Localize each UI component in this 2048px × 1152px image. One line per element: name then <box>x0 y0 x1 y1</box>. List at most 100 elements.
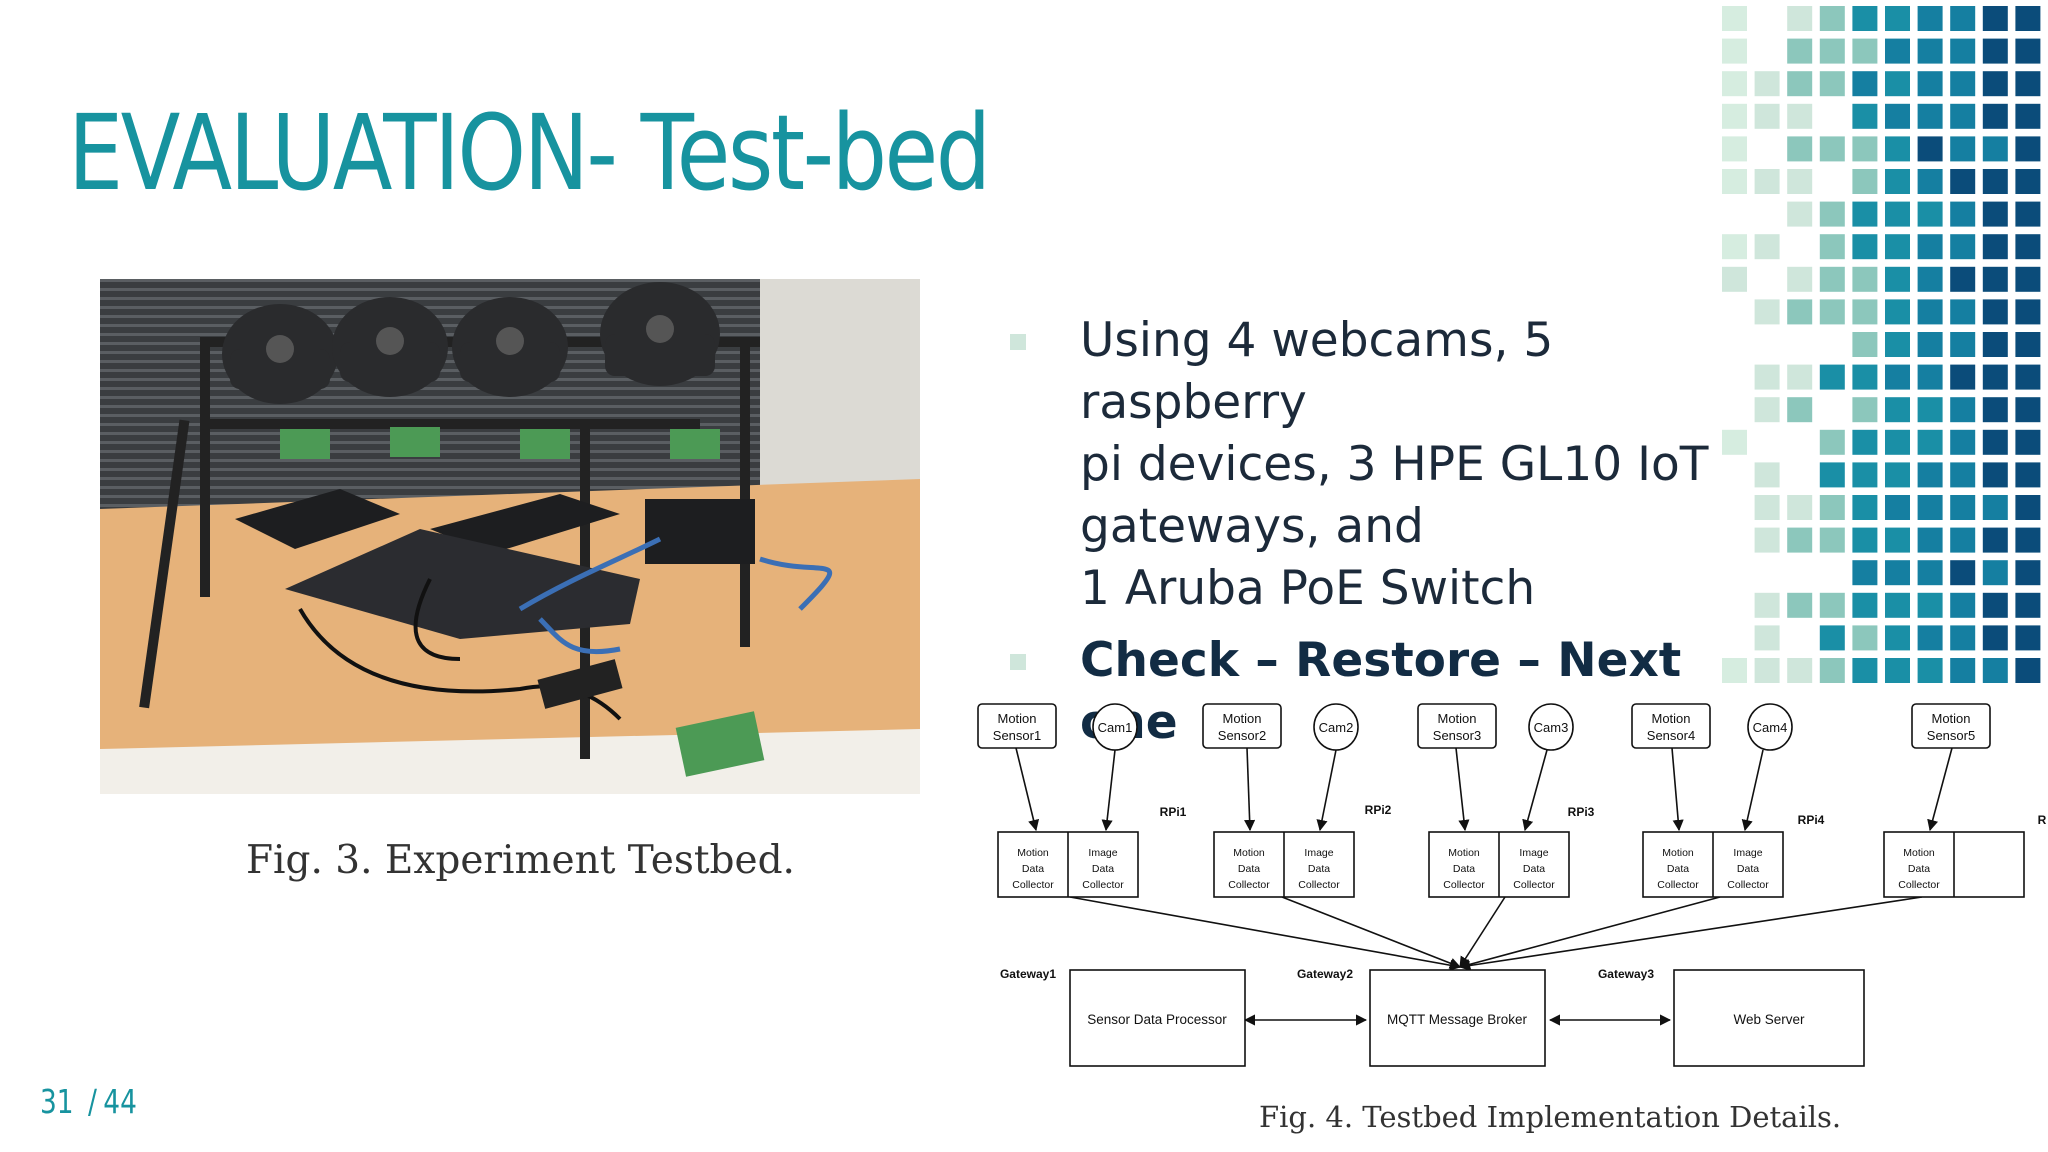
mosaic-tile <box>1917 234 1943 260</box>
collector-label: Image <box>1088 847 1117 859</box>
sensor1-label-line2: Sensor1 <box>993 728 1041 743</box>
web-server-label: Web Server <box>1733 1012 1805 1027</box>
mosaic-tile <box>1852 625 1878 651</box>
mosaic-tile <box>1852 266 1878 292</box>
mosaic-tile <box>1852 299 1878 325</box>
mosaic-tile <box>1885 234 1910 260</box>
sensor2-label-line2: Sensor2 <box>1218 728 1266 743</box>
sensor5-label-line2: Sensor5 <box>1927 728 1975 743</box>
mosaic-tile <box>1852 6 1878 31</box>
mosaic-tile <box>1917 103 1943 129</box>
mosaic-tile <box>1982 658 2008 683</box>
mosaic-tile <box>1819 527 1845 553</box>
mosaic-tile <box>1982 234 2008 260</box>
mosaic-tile <box>1950 495 1976 520</box>
collector-label: Data <box>1667 863 1689 875</box>
mosaic-tile <box>1819 266 1845 292</box>
collector-label: Motion <box>1017 847 1049 859</box>
mosaic-tile <box>1950 136 1976 162</box>
diagram-caption: Fig. 4. Testbed Implementation Details. <box>1259 1100 1842 1134</box>
rpi2-label: RPi2 <box>1365 803 1392 817</box>
mosaic-tile <box>1885 332 1910 357</box>
mosaic-tile <box>2015 71 2041 97</box>
mosaic-tile <box>1950 658 1976 683</box>
mosaic-tile <box>1982 332 2008 357</box>
mosaic-tile <box>1885 169 1910 194</box>
collector-label: Collector <box>1012 879 1054 891</box>
mosaic-tile <box>1852 103 1878 129</box>
mosaic-tile <box>1982 625 2008 651</box>
mosaic-tile <box>1950 299 1976 325</box>
mosaic-tile <box>1787 397 1813 423</box>
collector-label: Collector <box>1228 879 1270 891</box>
bullet-square-icon <box>1010 334 1026 350</box>
mosaic-tile <box>2015 103 2041 129</box>
mosaic-tile <box>1885 6 1910 31</box>
mosaic-tile <box>1885 136 1910 162</box>
mosaic-tile <box>1885 495 1910 520</box>
bullet-item: Using 4 webcams, 5 raspberry pi devices,… <box>1000 310 1780 620</box>
mosaic-tile <box>1722 6 1747 31</box>
mosaic-tile <box>1917 397 1943 423</box>
mosaic-tile <box>1819 201 1845 227</box>
page-current: 31 <box>40 1082 74 1121</box>
mosaic-tile <box>1852 71 1878 97</box>
mosaic-tile <box>1852 169 1878 194</box>
mosaic-tile <box>1787 592 1813 618</box>
mosaic-tile <box>1950 397 1976 423</box>
photo-caption: Fig. 3. Experiment Testbed. <box>246 838 795 883</box>
collector-label: Image <box>1733 847 1762 859</box>
mosaic-tile <box>1852 527 1878 553</box>
mosaic-tile <box>1885 592 1910 618</box>
mosaic-tile <box>1982 6 2008 31</box>
mosaic-tile <box>1885 103 1910 129</box>
collector-label: Motion <box>1448 847 1480 859</box>
mosaic-tile <box>1819 592 1845 618</box>
mosaic-tile <box>2015 6 2041 31</box>
mosaic-tile <box>1917 332 1943 357</box>
bullet-square-icon <box>1010 654 1026 670</box>
bullet-line: Using 4 webcams, 5 raspberry <box>1080 313 1554 430</box>
mosaic-tile <box>1885 71 1910 97</box>
mosaic-tile <box>2015 658 2041 683</box>
mosaic-tile <box>1982 201 2008 227</box>
mosaic-tile <box>1722 103 1747 129</box>
mosaic-tile <box>1852 560 1878 586</box>
mosaic-tile <box>1950 71 1976 97</box>
mosaic-tile <box>1982 266 2008 292</box>
mosaic-tile <box>1982 299 2008 325</box>
mosaic-tile <box>1722 136 1747 162</box>
mosaic-tile <box>1950 625 1976 651</box>
sensor-data-processor-label: Sensor Data Processor <box>1087 1012 1227 1027</box>
mosaic-tile <box>1787 299 1813 325</box>
mosaic-tile <box>1885 560 1910 586</box>
mosaic-tile <box>1950 266 1976 292</box>
mosaic-tile <box>1819 364 1845 390</box>
mosaic-tile <box>1754 234 1780 260</box>
mosaic-tile <box>2015 527 2041 553</box>
slide-title: EVALUATION- Test-bed <box>68 92 991 214</box>
mosaic-tile <box>1917 136 1943 162</box>
collector-label: Data <box>1908 863 1930 875</box>
bullet-list: Using 4 webcams, 5 raspberry pi devices,… <box>1000 310 1780 754</box>
mosaic-tile <box>1852 429 1878 455</box>
mosaic-tile <box>2015 266 2041 292</box>
collector-label: Collector <box>1082 879 1124 891</box>
mosaic-tile <box>1950 6 1976 31</box>
mosaic-tile <box>1722 71 1747 97</box>
mosaic-tile <box>1852 38 1878 64</box>
mosaic-tile <box>1787 364 1813 390</box>
mosaic-tile <box>1885 364 1910 390</box>
mosaic-tile <box>1787 71 1813 97</box>
mosaic-tile <box>1917 527 1943 553</box>
mosaic-tile <box>1819 38 1845 64</box>
mosaic-tile <box>1982 38 2008 64</box>
mosaic-tile <box>1950 332 1976 357</box>
cam2-label: Cam2 <box>1319 720 1354 735</box>
mosaic-tile <box>1885 658 1910 683</box>
mosaic-tile <box>1722 38 1747 64</box>
rpi4-label: RPi4 <box>1798 813 1825 827</box>
mosaic-tile <box>1787 266 1813 292</box>
mosaic-tile <box>1885 462 1910 488</box>
mosaic-tile <box>2015 201 2041 227</box>
